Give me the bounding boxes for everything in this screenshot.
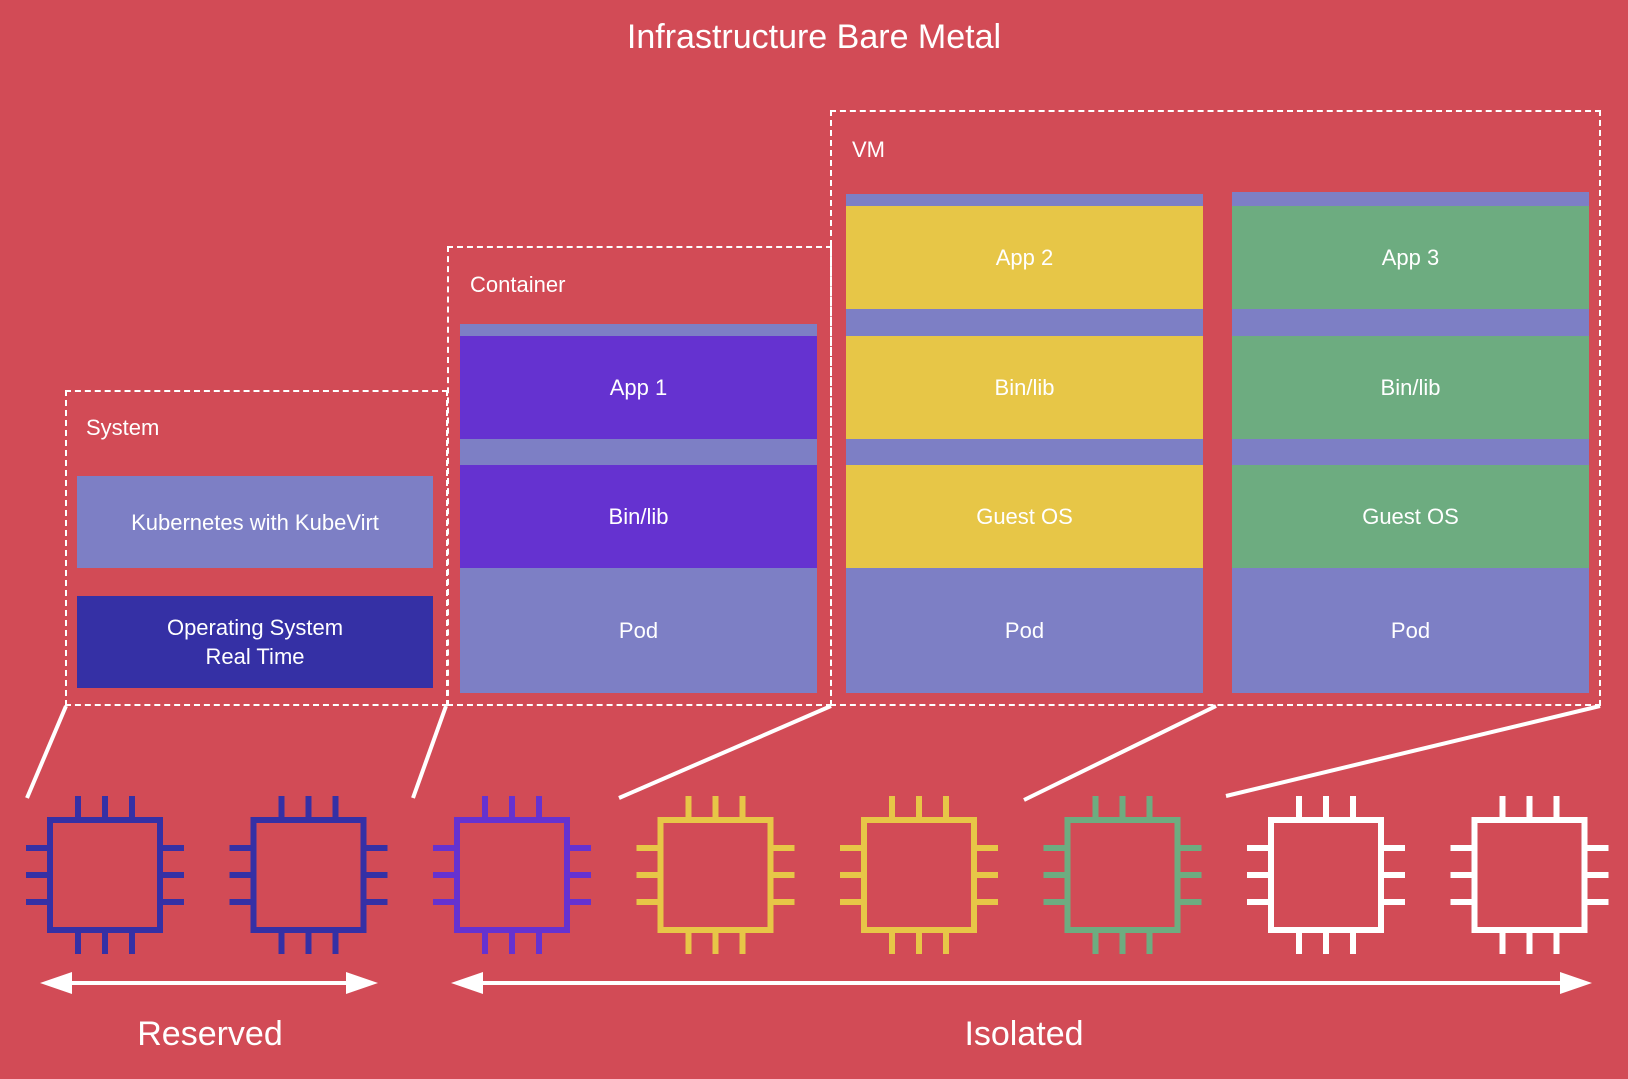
cpu-chip-icon-4 bbox=[636, 796, 795, 954]
vm-2-binlib-block: Bin/lib bbox=[1232, 336, 1589, 439]
isolated-arrow-left-head bbox=[451, 972, 483, 994]
reserved-arrow-right-head bbox=[346, 972, 378, 994]
reserved-arrow bbox=[40, 972, 378, 994]
system-label: System bbox=[86, 415, 160, 440]
cpu-chip-icon-7 bbox=[1247, 796, 1405, 954]
vm-1-guestos-block: Guest OS bbox=[846, 465, 1203, 568]
connector-system-left bbox=[25, 705, 68, 799]
container-label: Container bbox=[470, 272, 566, 297]
isolated-label: Isolated bbox=[964, 1015, 1084, 1053]
connector-system-right bbox=[411, 705, 448, 799]
vm-label: VM bbox=[852, 137, 885, 162]
isolated-arrow bbox=[451, 972, 1592, 994]
vm-1-binlib-block: Bin/lib bbox=[846, 336, 1203, 439]
isolated-arrow-right-head bbox=[1560, 972, 1592, 994]
cpu-chip-icon-3 bbox=[433, 796, 591, 954]
reserved-label: Reserved bbox=[137, 1015, 283, 1053]
container-app-block: App 1 bbox=[460, 336, 817, 439]
vm-group bbox=[830, 110, 1601, 706]
vm-1-app-block: App 2 bbox=[846, 206, 1203, 309]
operating-system-block: Operating System Real Time bbox=[77, 596, 433, 688]
vm-1-pod-block: Pod bbox=[1004, 618, 1045, 643]
connector-container-right bbox=[618, 704, 832, 800]
cpu-chip-icon-8 bbox=[1450, 796, 1609, 954]
cpu-chip-icon-6 bbox=[1043, 796, 1202, 954]
vm-2-app-block: App 3 bbox=[1232, 206, 1589, 309]
connector-vm-right bbox=[1225, 704, 1601, 798]
container-pod-block: Pod bbox=[618, 618, 659, 643]
cpu-row bbox=[26, 796, 1609, 954]
cpu-chip-icon-5 bbox=[840, 796, 998, 954]
connector-vm-middle bbox=[1023, 704, 1217, 802]
kubernetes-block: Kubernetes with KubeVirt bbox=[77, 476, 433, 568]
connector-lines bbox=[25, 704, 1601, 802]
container-binlib-block: Bin/lib bbox=[460, 465, 817, 568]
vm-2-pod-block: Pod bbox=[1390, 618, 1431, 643]
diagram-title: Infrastructure Bare Metal bbox=[626, 18, 1002, 56]
vm-2-guestos-block: Guest OS bbox=[1232, 465, 1589, 568]
cpu-chip-icon-2 bbox=[229, 796, 388, 954]
reserved-arrow-left-head bbox=[40, 972, 72, 994]
cpu-chip-icon-1 bbox=[26, 796, 184, 954]
